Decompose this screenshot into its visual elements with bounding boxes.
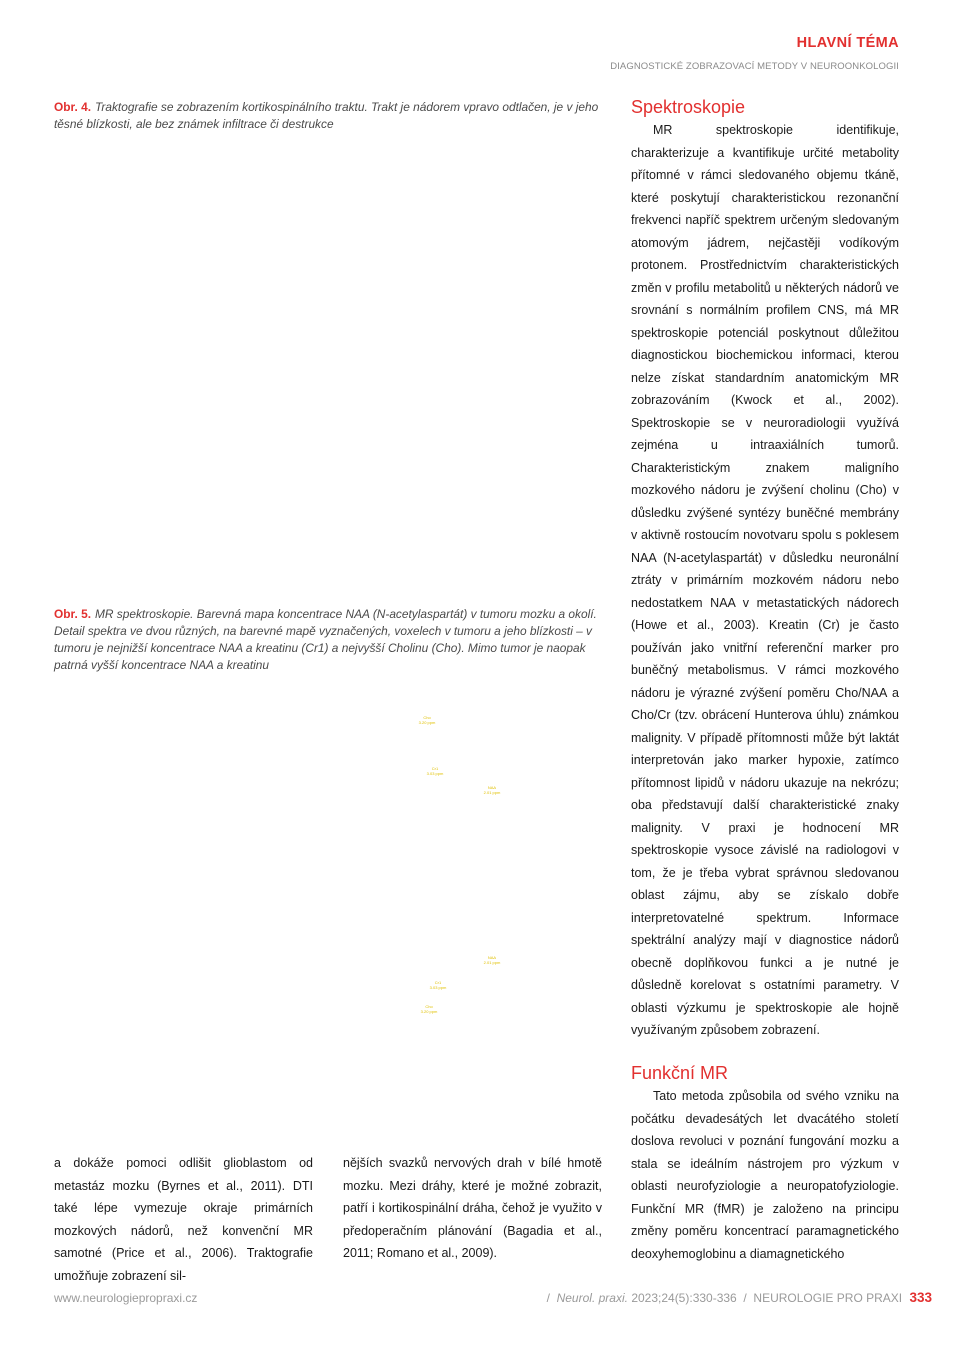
figure-4-label: Obr. 4. [54, 100, 92, 114]
section-body: Tato metoda způsobila od svého vzniku na… [631, 1089, 899, 1261]
footer-journal-abbrev: Neurol. praxi. [556, 1291, 628, 1305]
section-funkcni-mr: Funkční MR Tato metoda způsobila od svéh… [631, 1062, 899, 1265]
section-body: MR spektroskopie identifikuje, charakter… [631, 123, 899, 1037]
body-column-1: a dokáže pomoci odlišit glioblastom od m… [54, 1156, 313, 1283]
figure-5-label: Obr. 5. [54, 607, 92, 621]
footer-journal: NEUROLOGIE PRO PRAXI [753, 1291, 903, 1305]
section-topic: HLAVNÍ TÉMA [796, 35, 899, 51]
footer-citation-details: 2023;24(5):330-336 [631, 1291, 737, 1305]
section-spektroskopie: Spektroskopie MR spektroskopie identifik… [631, 96, 899, 1042]
figure-4-caption: Obr. 4.Traktografie se zobrazením kortik… [54, 99, 614, 133]
section-heading: Spektroskopie [631, 97, 746, 117]
figure-5-caption: Obr. 5.MR spektroskopie. Barevná mapa ko… [54, 606, 614, 674]
figure-4-text: Traktografie se zobrazením kortikospinál… [54, 100, 599, 131]
footer-citation: / Neurol. praxi. 2023;24(5):330-336 / NE… [546, 1290, 932, 1305]
page-number: 333 [909, 1290, 932, 1305]
section-subtitle: DIAGNOSTICKÉ ZOBRAZOVACÍ METODY V NEUROO… [610, 61, 899, 72]
footer-website[interactable]: www.neurologiepropraxi.cz [54, 1291, 198, 1305]
body-column-2: nějších svazků nervových drah v bílé hmo… [343, 1156, 602, 1260]
section-heading: Funkční MR [631, 1063, 729, 1083]
figure-5-text: MR spektroskopie. Barevná mapa koncentra… [54, 607, 597, 672]
